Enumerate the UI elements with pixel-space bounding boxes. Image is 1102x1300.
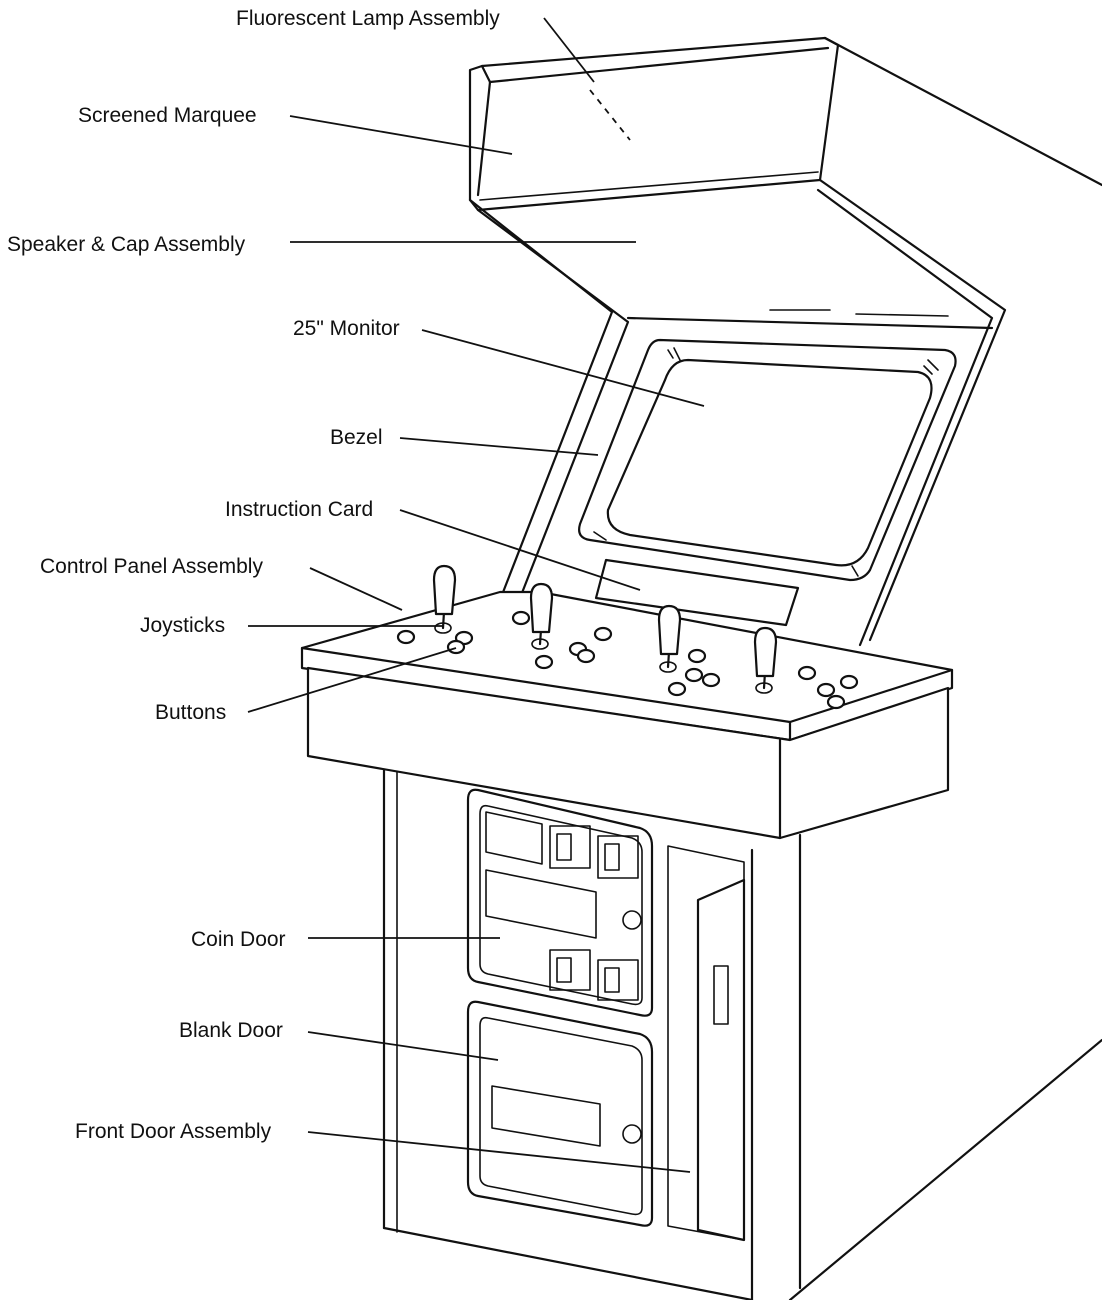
speaker-cap-assembly xyxy=(468,178,1007,647)
button[interactable] xyxy=(826,694,846,710)
joystick-4[interactable] xyxy=(753,626,778,694)
labels: Fluorescent Lamp Assembly Screened Marqu… xyxy=(7,7,500,1143)
label-buttons: Buttons xyxy=(155,701,226,724)
button[interactable] xyxy=(511,610,531,626)
button[interactable] xyxy=(396,629,416,645)
label-instruction-card: Instruction Card xyxy=(225,498,373,521)
button[interactable] xyxy=(667,681,687,697)
joystick-2[interactable] xyxy=(529,582,554,650)
button[interactable] xyxy=(816,682,836,698)
label-screened-marquee: Screened Marquee xyxy=(78,104,257,127)
button[interactable] xyxy=(534,654,554,670)
label-joysticks: Joysticks xyxy=(140,614,225,637)
control-buttons xyxy=(396,610,859,710)
label-monitor: 25" Monitor xyxy=(293,317,400,340)
label-blank-door: Blank Door xyxy=(179,1019,283,1042)
button[interactable] xyxy=(701,672,721,688)
lower-cabinet xyxy=(382,768,802,1300)
label-speaker-cap: Speaker & Cap Assembly xyxy=(7,233,246,256)
cabinet-side-panel xyxy=(788,36,1102,1300)
blank-door[interactable] xyxy=(466,1000,654,1227)
button[interactable] xyxy=(446,639,466,655)
joystick-3[interactable] xyxy=(657,604,682,673)
monitor-screen xyxy=(593,347,939,577)
label-bezel: Bezel xyxy=(330,426,383,449)
button[interactable] xyxy=(839,674,859,690)
marquee-assembly xyxy=(468,36,840,212)
button[interactable] xyxy=(687,648,707,664)
control-panel-assembly xyxy=(300,590,954,840)
joystick-1[interactable] xyxy=(432,564,457,634)
label-control-panel: Control Panel Assembly xyxy=(40,555,263,578)
leader-lines xyxy=(247,17,705,1173)
label-coin-door: Coin Door xyxy=(191,928,286,951)
button[interactable] xyxy=(797,665,817,681)
button[interactable] xyxy=(593,626,613,642)
coin-door[interactable] xyxy=(466,788,654,1017)
front-door-assembly[interactable] xyxy=(667,845,746,1242)
button[interactable] xyxy=(684,667,704,683)
button[interactable] xyxy=(576,648,596,664)
instruction-card xyxy=(594,558,800,627)
label-front-door: Front Door Assembly xyxy=(75,1120,272,1143)
label-fluorescent-lamp: Fluorescent Lamp Assembly xyxy=(236,7,500,30)
